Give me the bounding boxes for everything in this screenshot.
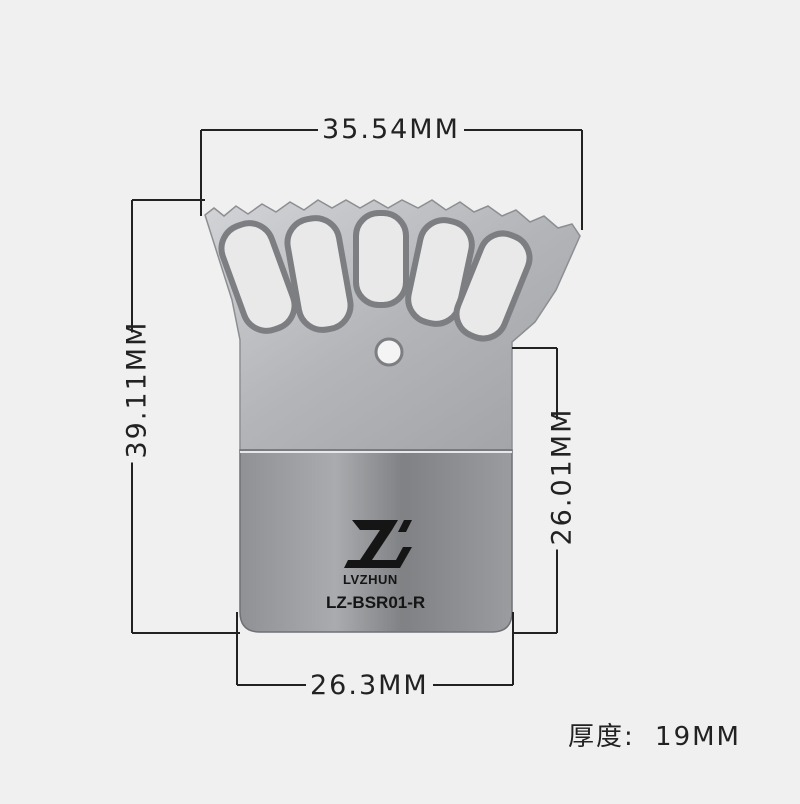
lvzhun-logo-icon — [344, 520, 412, 568]
top-width-label: 35.54MM — [318, 116, 464, 143]
model-number: LZ-BSR01-R — [326, 593, 426, 612]
fin-slots — [218, 210, 533, 342]
brand-name: LVZHUN — [343, 572, 398, 587]
thickness-label: 厚度: — [568, 722, 635, 752]
backplate-height-label: 26.01MM — [547, 408, 578, 550]
bottom-width-label: 26.3MM — [306, 672, 433, 699]
mounting-hole — [374, 337, 404, 367]
total-height-label: 39.11MM — [122, 321, 153, 463]
thickness-value: 19MM — [655, 722, 741, 752]
thickness-note: 厚度: 19MM — [568, 716, 741, 753]
